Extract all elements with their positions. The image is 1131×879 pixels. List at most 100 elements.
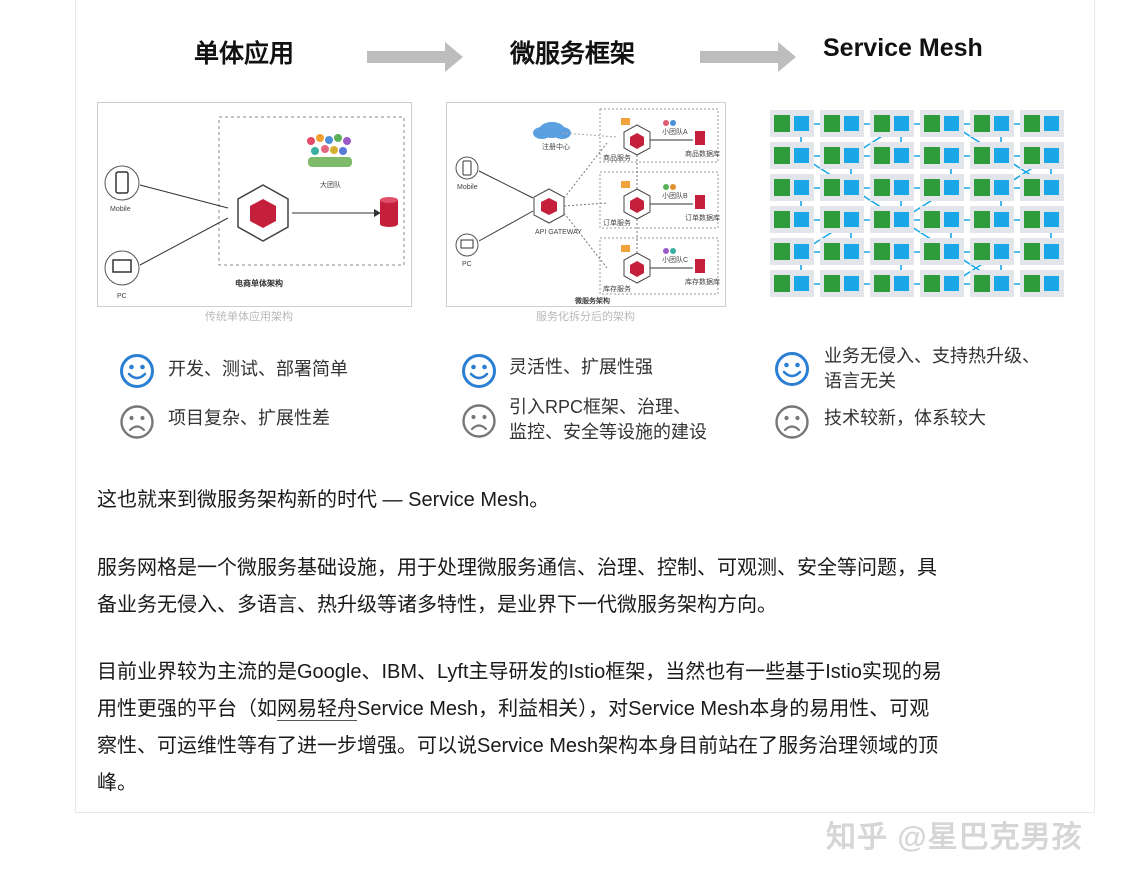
mesh-sidecar — [1044, 180, 1059, 195]
svg-text:商品服务: 商品服务 — [603, 153, 631, 162]
stage-title-monolith: 单体应用 — [194, 40, 295, 68]
mesh-service — [1024, 179, 1040, 196]
smile-icon — [775, 352, 809, 386]
zhihu-watermark: 知乎 @星巴克男孩 — [826, 821, 1083, 854]
mesh-service — [874, 179, 890, 196]
smile-icon — [120, 354, 154, 388]
sad-icon — [775, 405, 809, 439]
paragraph-3-line-4: 峰。 — [97, 772, 137, 794]
mesh-sidecar — [794, 212, 809, 227]
mesh-service — [874, 275, 890, 292]
mesh-service — [874, 211, 890, 228]
mesh-service — [924, 211, 940, 228]
mesh-service — [1024, 275, 1040, 292]
mesh-sidecar — [844, 276, 859, 291]
svg-text:小团队A: 小团队A — [662, 127, 688, 136]
mesh-service — [1024, 115, 1040, 132]
service-box-a: 小团队A 商品服务 商品数据库 — [599, 108, 720, 163]
mobile-icon — [104, 165, 140, 201]
micro-caption: 服务化拆分后的架构 — [536, 311, 635, 323]
svg-text:库存服务: 库存服务 — [603, 284, 631, 293]
micro-con-2: 监控、安全等设施的建设 — [509, 422, 707, 442]
mesh-service — [1024, 211, 1040, 228]
mesh-sidecar — [894, 276, 909, 291]
mesh-sidecar — [894, 244, 909, 259]
mesh-sidecar — [1044, 244, 1059, 259]
mesh-service — [874, 243, 890, 260]
mesh-diagram — [767, 102, 1068, 305]
paragraph-2-line-1: 服务网格是一个微服务基础设施，用于处理微服务通信、治理、控制、可观测、安全等问题… — [97, 557, 937, 579]
mesh-service — [874, 115, 890, 132]
pc-label: PC — [462, 261, 472, 268]
mesh-service — [874, 147, 890, 164]
monolith-pro: 开发、测试、部署简单 — [168, 359, 348, 379]
paragraph-3-line-2-post: Service Mesh，利益相关），对Service Mesh本身的易用性、可… — [357, 698, 930, 720]
mesh-sidecar — [994, 116, 1009, 131]
mesh-sidecar — [994, 180, 1009, 195]
mesh-sidecar — [994, 276, 1009, 291]
pc-label: PC — [117, 293, 127, 300]
cloud-icon — [533, 122, 571, 139]
mobile-label: Mobile — [457, 184, 478, 191]
mesh-sidecar — [944, 212, 959, 227]
mesh-service — [824, 243, 840, 260]
mesh-service — [824, 115, 840, 132]
micro-label: 微服务架构 — [574, 296, 610, 305]
mesh-sidecar — [1044, 276, 1059, 291]
mesh-service — [974, 211, 990, 228]
mesh-service — [1024, 243, 1040, 260]
mesh-service — [924, 179, 940, 196]
pc-icon — [104, 250, 140, 286]
mesh-sidecar — [844, 116, 859, 131]
mesh-sidecar — [1044, 212, 1059, 227]
mesh-service — [824, 211, 840, 228]
service-cube-icon — [250, 199, 276, 228]
mesh-sidecar — [844, 180, 859, 195]
mesh-sidecar — [794, 180, 809, 195]
mesh-sidecar — [844, 244, 859, 259]
svg-text:商品数据库: 商品数据库 — [685, 149, 720, 158]
stage-title-micro: 微服务框架 — [510, 40, 636, 68]
paragraph-3: 目前业界较为主流的是Google、IBM、Lyft主导研发的Istio框架，当然… — [97, 654, 1077, 802]
mesh-sidecar — [844, 148, 859, 163]
mobile-label: Mobile — [110, 206, 131, 213]
monolith-caption: 传统单体应用架构 — [205, 311, 293, 323]
mesh-sidecar — [894, 180, 909, 195]
paragraph-2: 服务网格是一个微服务基础设施，用于处理微服务通信、治理、控制、可观测、安全等问题… — [97, 550, 1077, 624]
mesh-sidecar — [844, 212, 859, 227]
mobile-icon — [455, 156, 479, 180]
database-icon — [380, 197, 398, 227]
mesh-service — [824, 275, 840, 292]
mesh-sidecar — [944, 148, 959, 163]
mesh-sidecar — [794, 244, 809, 259]
sad-icon — [120, 405, 154, 439]
mesh-service — [974, 115, 990, 132]
svg-text:小团队C: 小团队C — [662, 255, 688, 264]
monolith-con: 项目复杂、扩展性差 — [168, 408, 330, 428]
mesh-con: 技术较新，体系较大 — [824, 408, 986, 428]
mesh-service — [924, 243, 940, 260]
service-box-c: 小团队C 库存服务 库存数据库 — [599, 237, 720, 295]
mesh-service — [974, 275, 990, 292]
mesh-sidecar — [944, 180, 959, 195]
svg-text:小团队B: 小团队B — [662, 191, 688, 200]
mesh-pro-1: 业务无侵入、支持热升级、 — [824, 346, 1040, 366]
service-box-b: 小团队B 订单服务 订单数据库 — [599, 171, 720, 229]
mesh-service — [974, 179, 990, 196]
mesh-service — [974, 243, 990, 260]
mesh-service — [774, 275, 790, 292]
mesh-sidecar — [794, 116, 809, 131]
paragraph-3-line-1: 目前业界较为主流的是Google、IBM、Lyft主导研发的Istio框架，当然… — [97, 661, 942, 683]
mesh-sidecar — [894, 148, 909, 163]
mesh-service — [774, 147, 790, 164]
mesh-sidecar — [894, 212, 909, 227]
gateway-label: API GATEWAY — [535, 229, 582, 236]
mesh-sidecar — [994, 244, 1009, 259]
micro-con-1: 引入RPC框架、治理、 — [509, 397, 692, 417]
mesh-sidecar — [994, 212, 1009, 227]
netease-qingzhou-link[interactable]: 网易轻舟 — [277, 698, 357, 721]
svg-text:订单服务: 订单服务 — [603, 218, 631, 227]
mesh-sidecar — [794, 148, 809, 163]
mesh-service — [924, 275, 940, 292]
mesh-service — [774, 211, 790, 228]
